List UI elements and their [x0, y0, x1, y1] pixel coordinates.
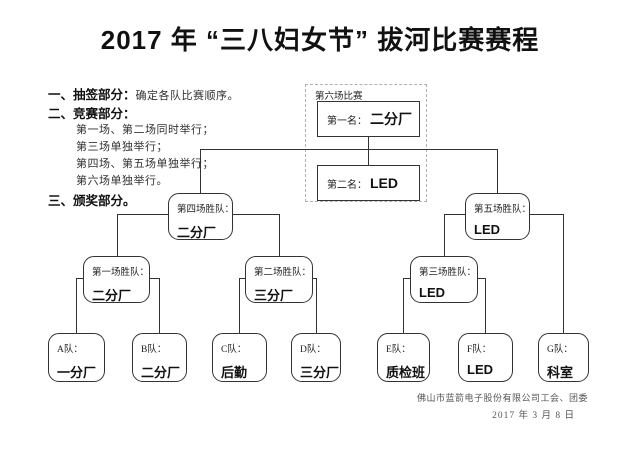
team-e-name: 质检班 — [386, 365, 426, 380]
match1-left-drop-line — [76, 278, 77, 333]
match1-right-drop-line — [159, 278, 160, 333]
match3-left-connector-line — [403, 278, 410, 279]
match5-left-drop-line — [444, 214, 445, 256]
match2-right-drop-line — [316, 278, 317, 333]
match1-winner-box: 第一场胜队： 二分厂 — [83, 256, 150, 303]
team-f-box: F队： LED — [458, 333, 513, 382]
champion-connector-line — [368, 137, 369, 165]
note-draw-section: 一、抽签部分：确定各队比赛顺序。 — [48, 84, 239, 104]
note-draw-text: 确定各队比赛顺序。 — [135, 90, 240, 102]
final-match-title: 第六场比赛 — [315, 92, 363, 102]
match5-to-team-g-line — [563, 214, 564, 333]
schedule-line: 第四场、第五场单独举行； — [76, 158, 214, 170]
team-b-box: B队： 二分厂 — [132, 333, 187, 382]
team-d-box: D队： 三分厂 — [291, 333, 341, 382]
note-award-head: 三、颁奖部分。 — [48, 194, 136, 208]
match2-winner-label: 第二场胜队： — [254, 268, 312, 278]
note-competition-head: 二、竞赛部分： — [48, 107, 136, 121]
match3-winner-label: 第三场胜队： — [419, 268, 477, 278]
first-place-box: 第一名： 二分厂 — [317, 101, 420, 137]
match2-left-connector-line — [239, 278, 245, 279]
match3-left-drop-line — [403, 278, 404, 333]
note-competition-section: 二、竞赛部分： — [48, 103, 136, 123]
team-c-label: C队： — [221, 345, 247, 355]
team-d-name: 三分厂 — [300, 365, 340, 380]
note-award-section: 三、颁奖部分。 — [48, 190, 136, 210]
match5-winner-label: 第五场胜队： — [474, 205, 532, 215]
schedule-line: 第一场、第二场同时举行； — [76, 124, 214, 136]
match4-right-connector-line — [233, 214, 279, 215]
match4-right-drop-line — [279, 214, 280, 256]
match5-right-connector-line — [530, 214, 563, 215]
second-place-team: LED — [370, 175, 398, 191]
page-title: 2017 年 “三八妇女节” 拔河比赛赛程 — [100, 25, 540, 55]
note-draw-head: 一、抽签部分： — [48, 88, 136, 102]
match3-winner-team: LED — [419, 285, 445, 300]
team-c-name: 后勤 — [221, 365, 248, 380]
first-place-label: 第一名： — [327, 115, 367, 127]
team-f-label: F队： — [467, 345, 492, 355]
footer-date: 2017 年 3 月 8 日 — [492, 411, 575, 421]
second-place-box: 第二名： LED — [317, 165, 420, 201]
match3-right-drop-line — [485, 278, 486, 333]
team-e-label: E队： — [386, 345, 411, 355]
match2-left-drop-line — [239, 278, 240, 333]
team-f-name: LED — [467, 362, 493, 377]
schedule-line: 第六场单独举行。 — [76, 175, 168, 187]
match2-winner-box: 第二场胜队： 三分厂 — [245, 256, 313, 303]
final-match-group — [305, 84, 427, 202]
team-a-name: 一分厂 — [57, 365, 97, 380]
final-right-drop-line — [497, 149, 498, 193]
match3-winner-box: 第三场胜队： LED — [410, 256, 478, 303]
team-a-box: A队： 一分厂 — [48, 333, 105, 382]
footer-organization: 佛山市蓝箭电子股份有限公司工会、团委 — [416, 393, 588, 403]
team-a-label: A队： — [57, 345, 83, 355]
match3-right-connector-line — [478, 278, 485, 279]
match4-left-connector-line — [117, 214, 168, 215]
match5-left-connector-line — [444, 214, 465, 215]
team-c-box: C队： 后勤 — [212, 333, 267, 382]
match2-right-connector-line — [313, 278, 316, 279]
match1-right-connector-line — [150, 278, 159, 279]
match4-winner-box: 第四场胜队： 二分厂 — [168, 193, 235, 240]
first-place-team: 二分厂 — [370, 111, 412, 127]
final-connector-line — [200, 149, 498, 150]
team-g-name: 科室 — [547, 365, 574, 380]
final-left-drop-line — [200, 149, 201, 193]
match1-left-connector-line — [76, 278, 83, 279]
match1-winner-label: 第一场胜队： — [92, 268, 150, 278]
team-b-name: 二分厂 — [141, 365, 181, 380]
second-place-label: 第二名： — [327, 179, 367, 191]
team-e-box: E队： 质检班 — [377, 333, 430, 382]
match2-winner-team: 三分厂 — [254, 288, 294, 303]
match1-winner-team: 二分厂 — [92, 288, 132, 303]
match5-winner-box: 第五场胜队： LED — [465, 193, 532, 240]
team-d-label: D队： — [300, 345, 326, 355]
team-g-label: G队： — [547, 345, 573, 355]
schedule-line: 第三场单独举行； — [76, 141, 168, 153]
match4-winner-label: 第四场胜队： — [177, 205, 235, 215]
match4-left-drop-line — [117, 214, 118, 256]
team-b-label: B队： — [141, 345, 167, 355]
footer-credits: 佛山市蓝箭电子股份有限公司工会、团委 2017 年 3 月 8 日 — [417, 391, 588, 421]
match5-winner-team: LED — [474, 222, 500, 237]
team-g-box: G队： 科室 — [538, 333, 589, 382]
match4-winner-team: 二分厂 — [177, 225, 217, 240]
